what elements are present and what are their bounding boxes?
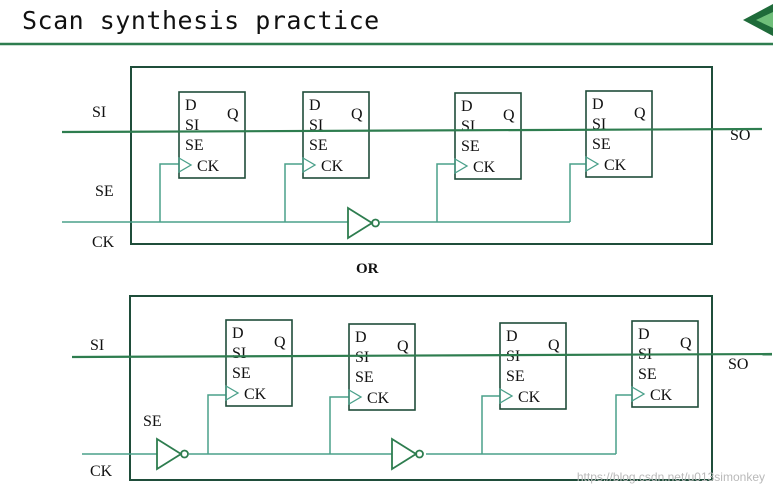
bottom-ck-branch-3 — [481, 395, 500, 454]
flipflop-pin-q: Q — [351, 106, 363, 123]
top-ck-branch-2 — [284, 163, 302, 222]
or-separator: OR — [356, 261, 379, 277]
inverter-icon — [347, 206, 380, 240]
clock-triangle-icon — [302, 156, 317, 174]
top-flipflop-2: D Q SI SE CK — [302, 91, 370, 179]
bottom-si-label: SI — [90, 337, 104, 354]
bottom-ck-branch-2 — [329, 396, 349, 454]
top-ck-branch-3 — [436, 163, 455, 222]
flipflop-pin-se: SE — [309, 137, 328, 154]
inverter-icon — [391, 437, 424, 471]
bottom-scan-line — [71, 352, 773, 359]
flipflop-pin-se: SE — [506, 368, 525, 385]
flipflop-pin-se: SE — [638, 366, 657, 383]
flipflop-pin-ck: CK — [604, 157, 627, 174]
flipflop-pin-se: SE — [232, 365, 251, 382]
top-scan-line — [61, 127, 763, 134]
top-scan-diagram: SI SE CK SO D Q SI SE CK D Q SI SE CK D Q SI SE CK D… — [61, 66, 763, 251]
bottom-se-label: SE — [143, 413, 162, 430]
flipflop-pin-si: SI — [185, 117, 199, 134]
clock-triangle-icon — [499, 387, 514, 405]
flipflop-pin-ck: CK — [518, 389, 541, 406]
source-watermark: https://blog.csdn.net/u013simonkey — [576, 470, 765, 484]
flipflop-pin-q: Q — [548, 337, 560, 354]
bottom-flipflop-3: D Q SI SE CK — [499, 322, 567, 410]
flipflop-pin-ck: CK — [650, 387, 673, 404]
slide-title: Scan synthesis practice — [22, 6, 380, 35]
top-flipflop-1: D Q SI SE CK — [178, 91, 246, 179]
flipflop-pin-q: Q — [274, 334, 286, 351]
top-si-label: SI — [92, 104, 106, 121]
flipflop-pin-ck: CK — [244, 386, 267, 403]
flipflop-pin-se: SE — [355, 369, 374, 386]
flipflop-pin-d: D — [461, 98, 473, 115]
bottom-module-box — [129, 295, 713, 481]
clock-triangle-icon — [178, 156, 193, 174]
flipflop-pin-d: D — [638, 326, 650, 343]
flipflop-pin-si: SI — [232, 345, 246, 362]
bottom-so-label: SO — [728, 356, 748, 373]
chevron-logo-icon — [743, 4, 773, 36]
clock-triangle-icon — [225, 384, 240, 402]
top-flipflop-3: D Q SI SE CK — [454, 92, 522, 180]
flipflop-pin-q: Q — [397, 338, 409, 355]
inverter-icon — [156, 437, 189, 471]
bottom-ck-branch-1 — [207, 394, 226, 454]
flipflop-pin-d: D — [592, 96, 604, 113]
flipflop-pin-ck: CK — [321, 158, 344, 175]
clock-triangle-icon — [631, 385, 646, 403]
clock-triangle-icon — [454, 157, 469, 175]
top-module-box — [130, 66, 713, 245]
clock-triangle-icon — [348, 388, 363, 406]
flipflop-pin-d: D — [355, 329, 367, 346]
clock-triangle-icon — [585, 155, 600, 173]
flipflop-pin-q: Q — [227, 106, 239, 123]
flipflop-pin-ck: CK — [197, 158, 220, 175]
bottom-scan-diagram: SI SE CK SO D Q SI SE CK D Q SI SE CK — [71, 295, 773, 481]
flipflop-pin-si: SI — [461, 118, 475, 135]
top-se-wire — [159, 163, 180, 222]
flipflop-pin-d: D — [232, 325, 244, 342]
flipflop-pin-si: SI — [309, 117, 323, 134]
flipflop-pin-se: SE — [461, 138, 480, 155]
flipflop-pin-d: D — [506, 328, 518, 345]
flipflop-pin-q: Q — [503, 107, 515, 124]
flipflop-pin-q: Q — [634, 105, 646, 122]
top-ck-label: CK — [92, 234, 115, 251]
flipflop-pin-q: Q — [680, 335, 692, 352]
flipflop-pin-se: SE — [592, 136, 611, 153]
flipflop-pin-ck: CK — [473, 159, 496, 176]
flipflop-pin-ck: CK — [367, 390, 390, 407]
flipflop-pin-se: SE — [185, 137, 204, 154]
top-ck-branch-4 — [569, 163, 586, 222]
top-so-label: SO — [730, 127, 750, 144]
bottom-flipflop-1: D Q SI SE CK — [225, 319, 293, 407]
bottom-ck-label: CK — [90, 463, 113, 480]
flipflop-pin-d: D — [185, 97, 197, 114]
top-se-label: SE — [95, 183, 114, 200]
flipflop-pin-si: SI — [355, 349, 369, 366]
flipflop-pin-si: SI — [506, 348, 520, 365]
bottom-ck-branch-4 — [615, 394, 632, 454]
bottom-flipflop-2: D Q SI SE CK — [348, 323, 416, 411]
flipflop-pin-d: D — [309, 97, 321, 114]
